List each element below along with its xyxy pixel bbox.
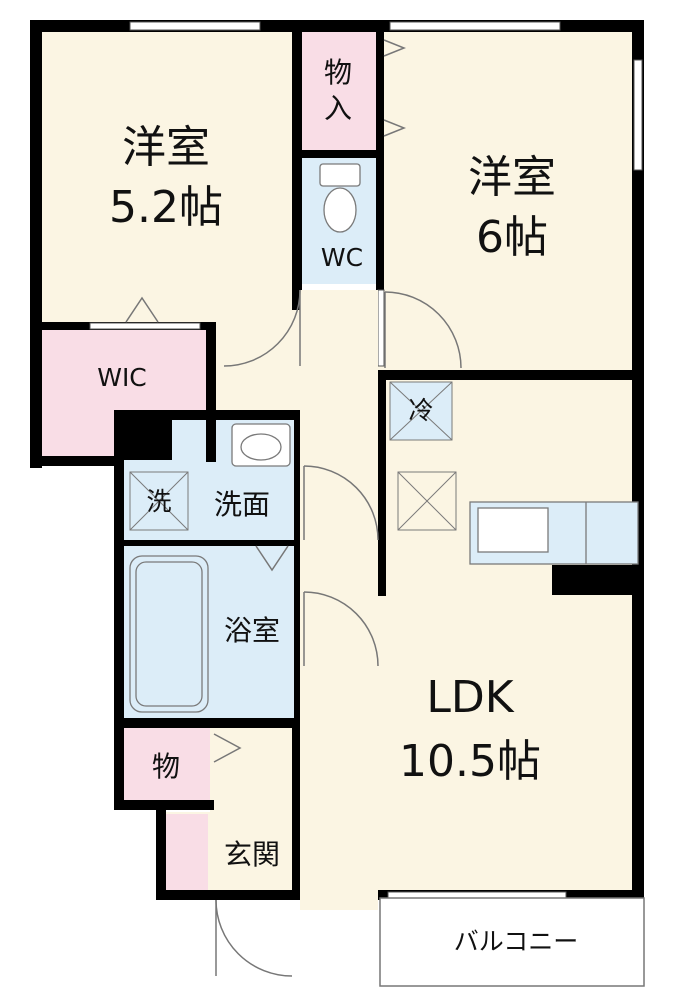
storage-top-floor — [298, 28, 378, 154]
refrigerator-label: 冷 — [408, 396, 433, 425]
washer-space — [129, 471, 189, 531]
storage-small-label: 物 — [152, 750, 180, 783]
refrigerator-cross — [389, 381, 453, 441]
entrance-shoe-box — [166, 814, 208, 894]
wall-openings — [89, 21, 643, 899]
western-room-a-name: 洋室 — [122, 122, 210, 173]
western-room-b-floor — [382, 28, 640, 378]
balcony-label: バルコニー — [454, 927, 579, 956]
wic-label: WIC — [97, 363, 147, 392]
balcony-outline — [379, 897, 645, 987]
kitchen-counter — [469, 501, 639, 565]
ldk-size: 10.5帖 — [399, 736, 541, 787]
western-room-a-size: 5.2帖 — [109, 182, 223, 233]
storage-small-floor — [124, 724, 210, 810]
bathtub-fixture — [129, 555, 209, 713]
ldk-name: LDK — [426, 672, 514, 723]
storage-hatch — [397, 471, 457, 531]
washbasin-fixture — [231, 423, 291, 467]
storage-top-label-1: 物 — [324, 56, 352, 89]
washroom-label: 洗面 — [214, 488, 270, 521]
washer-label: 洗 — [146, 487, 171, 516]
western-room-b-name: 洋室 — [468, 152, 556, 203]
door-swings — [125, 39, 462, 977]
bathroom-label: 浴室 — [224, 614, 280, 647]
toilet-fixture — [319, 163, 361, 233]
entrance-label: 玄関 — [224, 838, 280, 871]
wc-label: WC — [321, 243, 363, 272]
western-room-b-size: 6帖 — [476, 212, 548, 263]
western-room-a-floor — [36, 28, 298, 328]
storage-top-label-2: 入 — [324, 92, 352, 125]
